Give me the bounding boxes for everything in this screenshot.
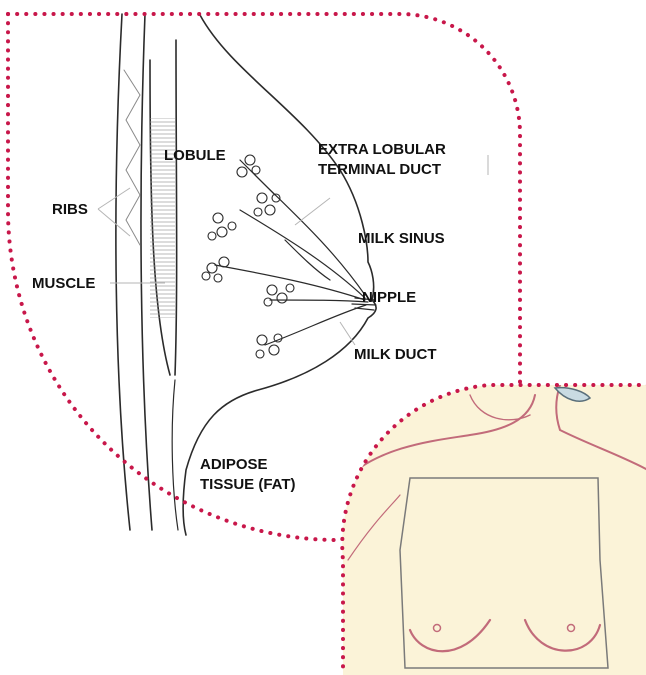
- label-milk-sinus: MILK SINUS: [358, 229, 445, 249]
- label-nipple: NIPPLE: [362, 288, 416, 308]
- torso-inset-drawing: [342, 385, 646, 675]
- label-lobule: LOBULE: [164, 146, 226, 166]
- label-extra-lobular-terminal-duct: EXTRA LOBULAR TERMINAL DUCT: [318, 140, 446, 180]
- label-adipose-tissue: ADIPOSE TISSUE (FAT): [200, 455, 296, 495]
- label-milk-duct: MILK DUCT: [354, 345, 437, 365]
- label-ribs: RIBS: [52, 200, 88, 220]
- label-muscle: MUSCLE: [32, 274, 95, 294]
